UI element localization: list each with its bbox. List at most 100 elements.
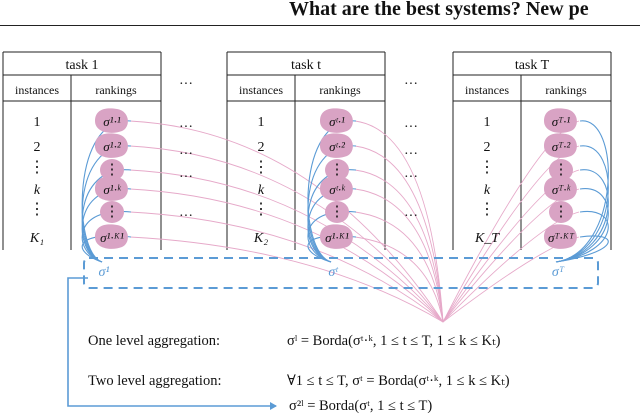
- ranking-blob: [320, 133, 353, 158]
- task-table: [2, 51, 162, 250]
- ellipsis-mark: ···: [179, 147, 193, 162]
- ranking-label: σᵀ·¹: [552, 114, 571, 129]
- ellipsis-mark: ···: [404, 170, 418, 185]
- ellipsis-mark: ···: [179, 170, 193, 185]
- instance-label: k: [258, 183, 265, 198]
- ranking-label: σᵗ·ᵏ: [329, 182, 346, 197]
- pink-connection: [354, 169, 444, 323]
- instance-label: K₂: [253, 231, 268, 246]
- task-aggregate-label: σᵀ: [552, 265, 565, 280]
- ranking-blob-ellipsis: [325, 159, 349, 181]
- ranking-label: σ¹·¹: [103, 114, 121, 129]
- instance-label: 2: [484, 140, 491, 155]
- pink-connection: [354, 211, 444, 323]
- instance-label: ⋮: [253, 159, 269, 176]
- ranking-ellipsis: ⋮: [105, 204, 120, 220]
- ellipsis-mark: ···: [404, 120, 418, 135]
- ranking-ellipsis: ⋮: [554, 204, 569, 220]
- ellipsis-mark: ···: [404, 147, 418, 162]
- pink-connection: [129, 236, 444, 323]
- ranking-blob-ellipsis: [100, 159, 124, 181]
- instance-label: ⋮: [29, 201, 45, 218]
- ranking-blob-ellipsis: [549, 159, 573, 181]
- ellipsis-mark: ···: [404, 209, 418, 224]
- rankings-header: rankings: [545, 83, 587, 97]
- table-labels: task 1 instances rankings 1 2 ⋮ k ⋮ K₁ σ¹·¹ σ¹·² ⋮ σ…: [15, 58, 587, 246]
- ranking-blob: [95, 133, 128, 158]
- instance-label: ⋮: [29, 159, 45, 176]
- instance-label: 1: [34, 115, 41, 130]
- pink-connection: [129, 211, 444, 323]
- ranking-blob-ellipsis: [100, 201, 124, 223]
- ranking-label: σᵀ·ᴷᵀ: [548, 230, 575, 245]
- two-level-formula-per-task: ∀1 ≤ t ≤ T, σᵗ = Borda(σᵗ·ᵏ, 1 ≤ k ≤ Kₜ): [287, 373, 510, 389]
- instance-label: k: [484, 183, 491, 198]
- ranking-label: σᵗ·²: [329, 139, 346, 154]
- ranking-blob-ellipsis: [325, 201, 349, 223]
- ranking-label: σ¹·²: [103, 139, 122, 154]
- ranking-blob: [544, 224, 577, 249]
- ranking-ellipsis: ⋮: [105, 162, 120, 178]
- instance-label: 1: [258, 115, 265, 130]
- section-title: What are the best systems? New pe: [289, 0, 589, 20]
- ranking-label: σᵀ·ᵏ: [552, 182, 572, 197]
- pink-connection: [354, 120, 444, 323]
- one-level-label: One level aggregation:: [88, 333, 221, 349]
- instance-label: ⋮: [253, 201, 269, 218]
- ranking-ellipsis: ⋮: [330, 204, 345, 220]
- pink-connection: [129, 145, 444, 323]
- rankings-header: rankings: [95, 83, 137, 97]
- instance-label: K₁: [29, 231, 44, 246]
- header-rule: [0, 25, 640, 26]
- ranking-blob: [544, 176, 577, 201]
- ranking-ellipsis: ⋮: [554, 162, 569, 178]
- aggregate-box: [83, 257, 599, 289]
- ranking-label: σᵀ·²: [552, 139, 572, 154]
- two-level-formula-final: σ²ˡ = Borda(σᵗ, 1 ≤ t ≤ T): [289, 398, 433, 414]
- ranking-blob: [320, 108, 353, 133]
- ranking-ellipsis: ⋮: [330, 162, 345, 178]
- instance-label: ⋮: [479, 159, 495, 176]
- pink-connection: [354, 236, 444, 323]
- pink-connections: [129, 120, 580, 323]
- two-level-arrow: [67, 277, 277, 410]
- instance-label: 2: [258, 140, 265, 155]
- aggregate-labels: σ¹ σᵗ σᵀ: [98, 265, 564, 280]
- task-aggregate-label: σᵗ: [328, 265, 339, 280]
- blue-connection: [555, 145, 609, 263]
- ranking-blob-ellipsis: [549, 201, 573, 223]
- blue-connection: [555, 188, 609, 263]
- instance-label: 1: [484, 115, 491, 130]
- task-label: task 1: [65, 58, 98, 73]
- ellipsis-mark: ···: [404, 77, 418, 92]
- pink-connection: [354, 145, 444, 323]
- two-level-label: Two level aggregation:: [88, 373, 222, 389]
- ranking-label: σ¹·ᵏ: [103, 182, 122, 197]
- task-label: task t: [291, 58, 321, 73]
- pink-connection: [354, 188, 444, 323]
- ranking-blob: [95, 224, 128, 249]
- ranking-label: σ¹·ᴷ¹: [325, 230, 349, 245]
- instances-header: instances: [239, 83, 283, 97]
- ranking-blob: [544, 108, 577, 133]
- instances-header: instances: [15, 83, 59, 97]
- ranking-blob: [95, 108, 128, 133]
- task-aggregate-label: σ¹: [98, 265, 109, 280]
- pink-connection: [129, 120, 444, 323]
- task-label: task T: [515, 58, 550, 73]
- page-header: What are the best systems? New pe: [0, 0, 640, 40]
- instance-label: ⋮: [479, 201, 495, 218]
- ellipsis-mark: ···: [179, 209, 193, 224]
- instance-label: 2: [34, 140, 41, 155]
- ranking-blob: [320, 224, 353, 249]
- task-table: [452, 51, 612, 250]
- ranking-label: σᵗ·¹: [329, 114, 345, 129]
- pink-connection: [129, 188, 444, 323]
- pink-connection: [129, 169, 444, 323]
- ranking-blob: [544, 133, 577, 158]
- instance-label: k: [34, 183, 41, 198]
- ellipsis-mark: ···: [179, 120, 193, 135]
- ellipsis-mark: ···: [179, 77, 193, 92]
- ranking-blobs: [95, 108, 577, 249]
